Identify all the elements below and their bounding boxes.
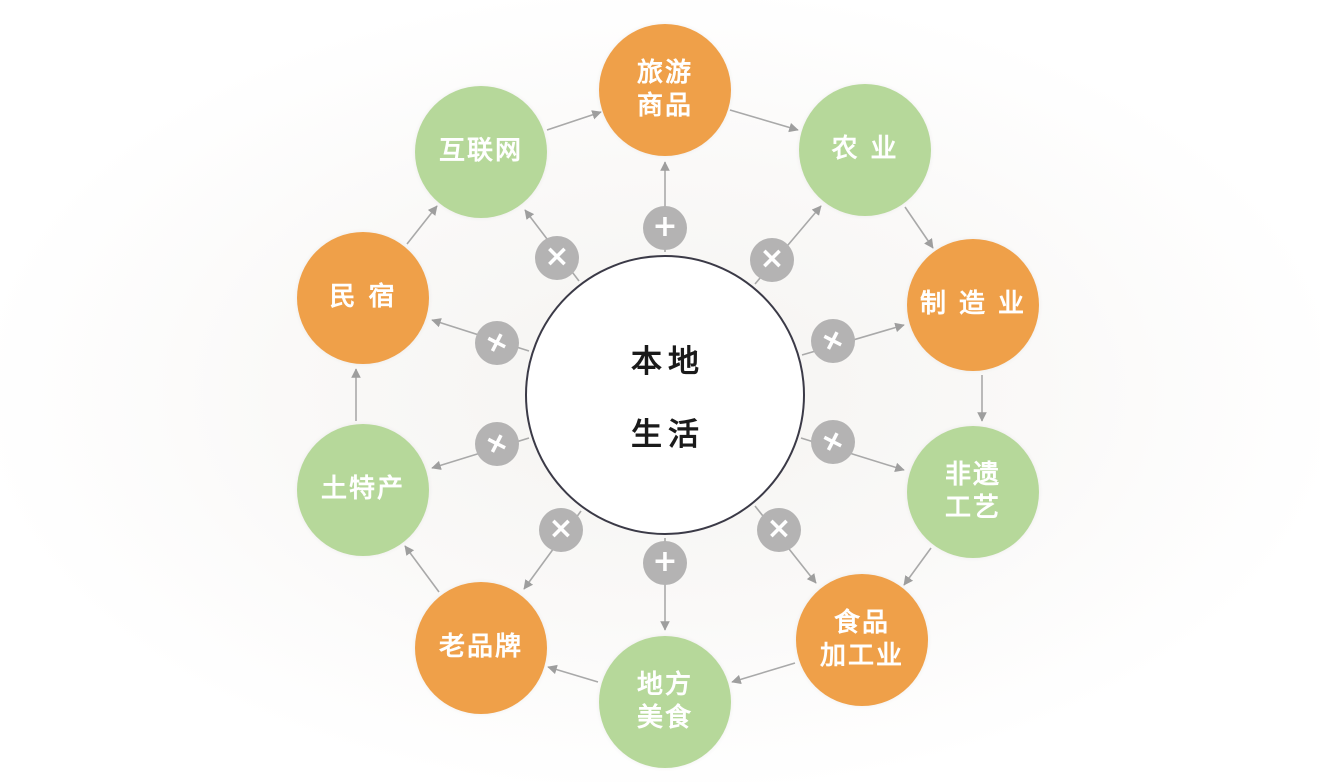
plus-icon: +: [478, 321, 517, 364]
node-label-line: 制 造 业: [919, 289, 1027, 320]
ring-old-brand-to-specialty: [404, 545, 440, 593]
node-label-line: 土特产: [320, 474, 405, 505]
node-old-brand: 老品牌: [415, 582, 547, 714]
node-label-line: 农 业: [831, 134, 899, 165]
times-badge: ×: [750, 238, 794, 282]
node-label-line: 工艺: [944, 493, 1001, 523]
ring-agriculture-to-manufacturing: [904, 206, 934, 249]
plus-badge: +: [475, 321, 519, 365]
plus-icon: +: [652, 209, 678, 244]
node-label-line: 食品: [833, 607, 890, 638]
node-agriculture: 农 业: [799, 84, 931, 216]
ring-cuisine-to-old-brand: [547, 664, 599, 683]
ring-homestay-to-internet: [406, 205, 438, 245]
plus-badge: +: [643, 206, 687, 250]
node-label-line: 美食: [636, 703, 693, 733]
node-label-line: 非遗: [944, 459, 1001, 490]
times-icon: ×: [544, 239, 570, 274]
node-label-line: 民 宿: [329, 282, 397, 313]
node-tourism-goods: 旅游 商品: [599, 24, 731, 156]
node-label-line: 旅游: [636, 57, 693, 88]
plus-icon: +: [652, 544, 678, 579]
center-label-line1: 本地: [631, 344, 705, 380]
plus-icon: +: [478, 422, 517, 465]
times-icon: ×: [759, 241, 785, 276]
node-manufacturing: 制 造 业: [907, 239, 1039, 371]
times-badge: ×: [539, 508, 583, 552]
ring-tourism-goods-to-agriculture: [729, 109, 799, 133]
center-node: 本地 生活: [525, 255, 805, 535]
node-label-line: 互联网: [438, 136, 523, 167]
plus-badge: +: [811, 420, 855, 464]
node-local-cuisine: 地方 美食: [599, 636, 731, 768]
node-label-line: 商品: [636, 91, 693, 121]
node-label-line: 加工业: [819, 641, 904, 671]
times-icon: ×: [548, 511, 574, 546]
times-badge: ×: [535, 236, 579, 280]
times-badge: ×: [757, 508, 801, 552]
ring-food-processing-to-cuisine: [731, 662, 796, 685]
times-icon: ×: [766, 511, 792, 546]
node-label-line: 老品牌: [438, 632, 523, 663]
node-label-line: 地方: [636, 669, 693, 700]
plus-icon: +: [814, 319, 853, 362]
node-intangible-heritage-craft: 非遗 工艺: [907, 426, 1039, 558]
center-label-line2: 生活: [631, 417, 705, 453]
plus-badge: +: [475, 422, 519, 466]
plus-badge: +: [811, 319, 855, 363]
node-food-processing: 食品 加工业: [796, 574, 928, 706]
ring-heritage-to-food-processing: [903, 547, 932, 586]
plus-badge: +: [643, 541, 687, 585]
node-local-specialty: 土特产: [297, 424, 429, 556]
ring-internet-to-tourism-goods: [546, 110, 602, 131]
node-homestay: 民 宿: [297, 232, 429, 364]
plus-icon: +: [814, 420, 853, 463]
node-internet: 互联网: [415, 86, 547, 218]
